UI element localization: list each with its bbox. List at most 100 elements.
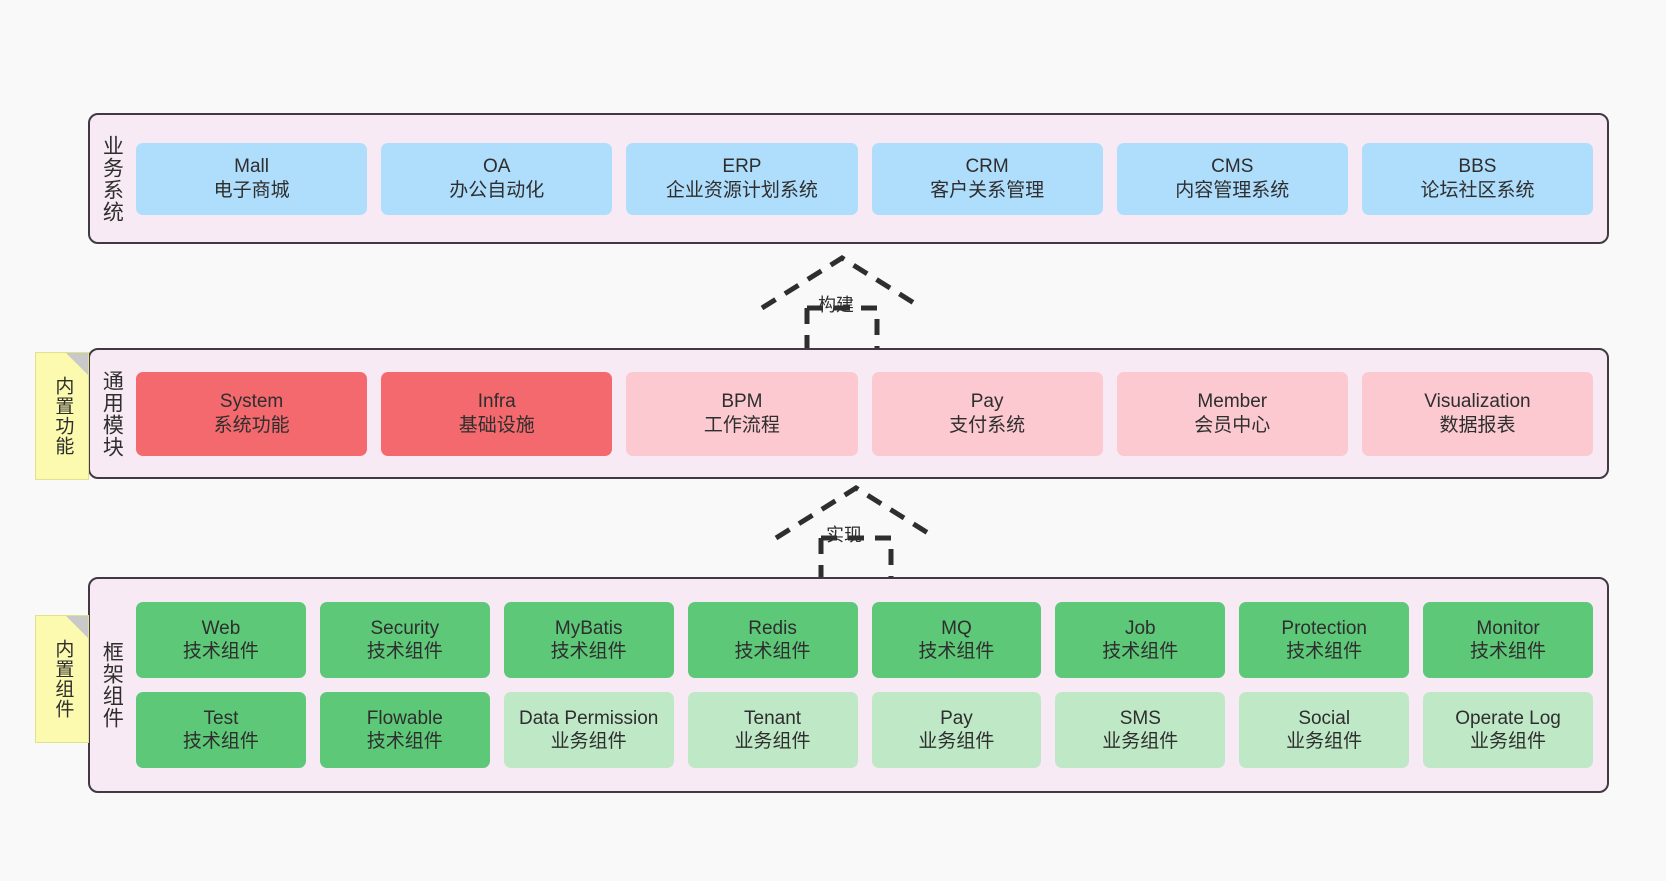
module-name-en: Redis [748, 617, 797, 639]
module-name-cn: 技术组件 [550, 641, 627, 662]
module-name-en: Tenant [744, 707, 802, 729]
layer-business-system[interactable]: 业务系统 Mall 电子商城 OA 办公自动化 ERP 企业资源计划系统 CRM… [88, 113, 1609, 244]
module-box-cms[interactable]: CMS 内容管理系统 [1116, 142, 1348, 215]
note-label: 内置组件 [52, 639, 74, 719]
module-row: Web 技术组件 Security 技术组件 MyBatis 技术组件 Redi… [136, 602, 1593, 678]
module-name-en: Infra [477, 391, 516, 413]
module-name-en: System [219, 391, 284, 413]
module-name-cn: 企业资源计划系统 [665, 179, 818, 201]
module-name-cn: 电子商城 [213, 179, 290, 201]
module-name-en: MyBatis [554, 617, 623, 639]
module-box-crm[interactable]: CRM 客户关系管理 [871, 142, 1103, 215]
module-name-cn: 论坛社区系统 [1420, 179, 1535, 201]
module-box-social[interactable]: Social 业务组件 [1239, 692, 1410, 768]
note-label: 内置功能 [52, 376, 74, 456]
module-name-en: Social [1298, 707, 1351, 729]
note-fold-corner-icon [66, 353, 88, 375]
module-name-cn: 支付系统 [949, 414, 1026, 436]
module-box-system[interactable]: System 系统功能 [136, 371, 368, 456]
module-box-mq[interactable]: MQ 技术组件 [871, 602, 1042, 678]
connector-build-arrow [760, 255, 924, 350]
module-name-cn: 技术组件 [1102, 641, 1179, 662]
module-box-web[interactable]: Web 技术组件 [136, 602, 306, 678]
module-box-visualization[interactable]: Visualization 数据报表 [1361, 371, 1594, 456]
module-name-cn: 业务组件 [1286, 731, 1363, 752]
module-box-pay-business[interactable]: Pay 业务组件 [871, 692, 1042, 768]
module-box-monitor[interactable]: Monitor 技术组件 [1423, 602, 1593, 678]
note-fold-corner-icon [66, 616, 88, 638]
module-name-en: Pay [970, 391, 1004, 413]
module-box-operate-log[interactable]: Operate Log 业务组件 [1423, 692, 1593, 768]
module-name-cn: 业务组件 [918, 731, 995, 752]
module-name-cn: 业务组件 [734, 731, 811, 752]
module-name-cn: 业务组件 [550, 731, 627, 752]
module-box-security[interactable]: Security 技术组件 [319, 602, 490, 678]
module-box-job[interactable]: Job 技术组件 [1055, 602, 1226, 678]
module-name-en: CRM [965, 156, 1009, 178]
module-name-cn: 会员中心 [1194, 414, 1271, 436]
layer-framework-components[interactable]: 框架组件 Web 技术组件 Security 技术组件 MyBatis 技术组件… [88, 577, 1609, 793]
module-name-cn: 技术组件 [734, 641, 811, 662]
module-name-en: Protection [1281, 617, 1367, 639]
module-name-cn: 技术组件 [1286, 641, 1363, 662]
module-box-protection[interactable]: Protection 技术组件 [1239, 602, 1410, 678]
connector-implement-arrow [774, 485, 938, 580]
module-name-cn: 技术组件 [182, 731, 259, 752]
connector-label-build: 构建 [818, 295, 854, 315]
module-name-en: Visualization [1424, 391, 1531, 413]
module-box-redis[interactable]: Redis 技术组件 [687, 602, 858, 678]
module-name-cn: 数据报表 [1439, 414, 1516, 436]
module-name-cn: 工作流程 [703, 414, 780, 436]
module-box-member[interactable]: Member 会员中心 [1116, 371, 1348, 456]
module-name-en: Pay [940, 707, 973, 729]
module-name-en: SMS [1119, 707, 1161, 729]
module-name-cn: 办公自动化 [449, 179, 545, 201]
module-box-flowable[interactable]: Flowable 技术组件 [319, 692, 490, 768]
module-box-data-permission[interactable]: Data Permission 业务组件 [503, 692, 674, 768]
module-box-mall[interactable]: Mall 电子商城 [136, 142, 368, 215]
layer-title-business-system: 业务系统 [100, 134, 124, 223]
module-name-en: MQ [941, 617, 972, 639]
module-name-en: Operate Log [1455, 707, 1561, 729]
module-box-test[interactable]: Test 技术组件 [136, 692, 306, 768]
module-name-cn: 基础设施 [458, 414, 535, 436]
module-name-cn: 技术组件 [366, 731, 443, 752]
module-box-mybatis[interactable]: MyBatis 技术组件 [503, 602, 674, 678]
module-box-pay[interactable]: Pay 支付系统 [871, 371, 1103, 456]
module-name-en: Mall [234, 156, 269, 178]
module-box-bpm[interactable]: BPM 工作流程 [626, 371, 858, 456]
module-box-sms[interactable]: SMS 业务组件 [1055, 692, 1226, 768]
module-name-cn: 业务组件 [1102, 731, 1179, 752]
module-name-cn: 业务组件 [1470, 731, 1547, 752]
module-row: Mall 电子商城 OA 办公自动化 ERP 企业资源计划系统 CRM 客户关系… [136, 142, 1594, 215]
note-builtin-function[interactable]: 内置功能 [35, 352, 89, 480]
module-box-oa[interactable]: OA 办公自动化 [381, 142, 613, 215]
module-name-cn: 客户关系管理 [930, 179, 1045, 201]
module-box-infra[interactable]: Infra 基础设施 [381, 371, 613, 456]
module-name-en: BPM [721, 391, 763, 413]
module-name-cn: 系统功能 [213, 414, 290, 436]
layer-body-business-system: Mall 电子商城 OA 办公自动化 ERP 企业资源计划系统 CRM 客户关系… [132, 115, 1607, 242]
layer-common-modules[interactable]: 通用模块 System 系统功能 Infra 基础设施 BPM 工作流程 Pay… [88, 348, 1609, 479]
layer-title-framework-components: 框架组件 [100, 641, 124, 729]
module-name-en: Flowable [366, 707, 443, 729]
module-row: System 系统功能 Infra 基础设施 BPM 工作流程 Pay 支付系统… [136, 371, 1594, 456]
note-builtin-component[interactable]: 内置组件 [35, 615, 89, 743]
module-name-en: ERP [722, 156, 762, 178]
layer-title-common-modules: 通用模块 [100, 369, 124, 458]
module-name-cn: 技术组件 [182, 641, 259, 662]
module-name-en: OA [483, 156, 511, 178]
module-name-en: Member [1197, 391, 1268, 413]
module-name-en: Monitor [1476, 617, 1540, 639]
module-name-cn: 技术组件 [366, 641, 443, 662]
module-box-erp[interactable]: ERP 企业资源计划系统 [626, 142, 858, 215]
module-name-en: Data Permission [518, 707, 659, 729]
module-name-en: Security [370, 617, 440, 639]
module-name-en: CMS [1211, 156, 1254, 178]
module-box-tenant[interactable]: Tenant 业务组件 [687, 692, 858, 768]
module-name-cn: 内容管理系统 [1175, 179, 1290, 201]
module-name-en: Test [203, 707, 239, 729]
module-name-en: Job [1124, 617, 1156, 639]
module-box-bbs[interactable]: BBS 论坛社区系统 [1361, 142, 1594, 215]
layer-body-framework-components: Web 技术组件 Security 技术组件 MyBatis 技术组件 Redi… [132, 579, 1607, 791]
